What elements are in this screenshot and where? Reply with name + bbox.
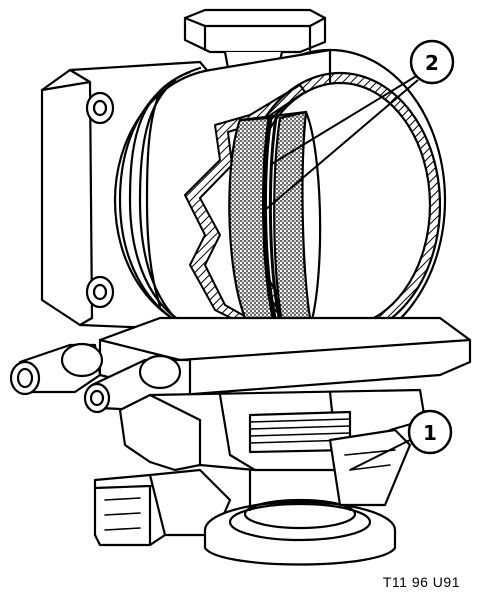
hose-nipple-upper [9, 342, 104, 396]
callout-2: 2 [409, 39, 455, 85]
bolt-hole-bottom [85, 275, 115, 309]
callout-1: 1 [407, 409, 453, 455]
mesh-screen [228, 110, 322, 325]
component-1-clip [328, 428, 412, 507]
callout-1-label: 1 [423, 421, 437, 445]
leader-line-1 [349, 439, 411, 471]
leader-line-2a [269, 74, 419, 166]
leader-line-2b [264, 79, 419, 211]
callout-2-label: 2 [425, 51, 439, 75]
figure-reference-code: T11 96 U91 [382, 574, 460, 590]
leader-lines [264, 74, 419, 471]
top-cap [183, 8, 327, 70]
bolt-hole-top [85, 91, 115, 125]
